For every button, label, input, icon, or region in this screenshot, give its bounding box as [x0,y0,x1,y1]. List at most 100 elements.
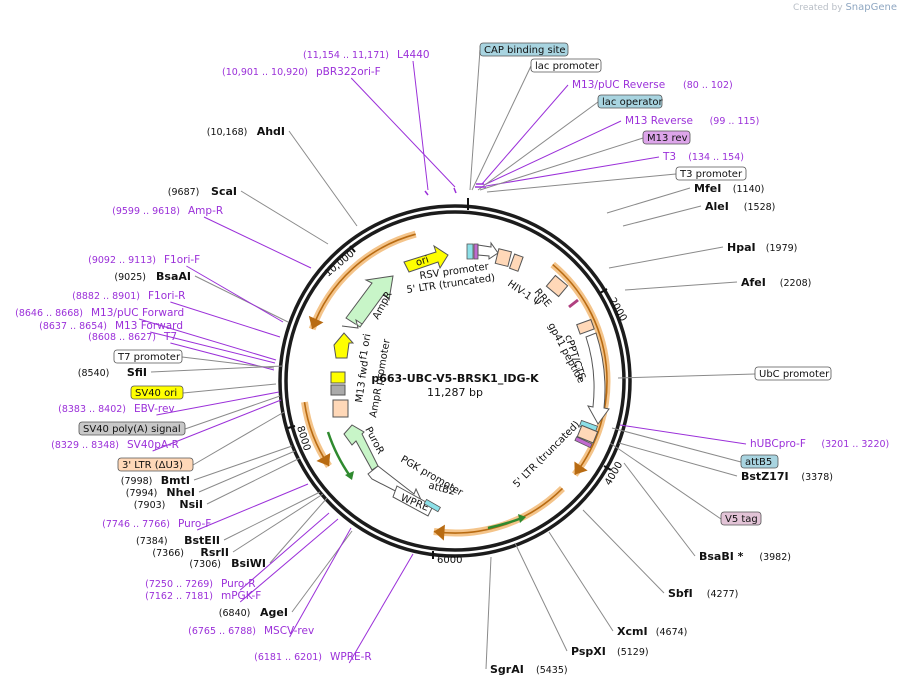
enzyme-line-l8 [232,493,324,553]
box-label-lac-operator: lac operator [602,97,663,108]
enzyme-bmti: BmtI [161,474,190,487]
primer-line-10 [197,483,309,531]
box-label-m13rev: M13 rev [647,133,688,144]
box-line-attB5 [611,427,742,463]
primer-range-r3: (3201 .. 3220) [821,439,889,450]
enzyme-scai: ScaI [211,185,237,198]
enzyme-line-1 [622,205,702,227]
primer-t7: T7 [163,331,177,343]
primer-line-6 [150,331,276,364]
box-ltr3 [117,457,194,472]
enzyme-nsii: NsiI [179,498,203,511]
enzyme-rsrii: RsrII [200,546,229,559]
primer-line-r3 [619,424,747,445]
green-arrow-b-head [345,471,354,480]
box-lac-operator [597,94,663,109]
green-arrow-b [326,431,352,477]
enzyme-ahdi: AhdI [257,125,285,138]
primer-line-3 [186,265,284,323]
enzyme-line-0 [606,187,691,214]
mark-m13-cluster [475,183,486,188]
primer-m13pucreverse: M13/pUC Reverse [572,79,665,91]
tick-line-4000 [603,465,612,471]
box-line-sv40pa [184,395,281,430]
plasmid-size: 11,287 bp [427,386,483,399]
enzyme-line-9 [485,556,492,670]
tick-line-8000 [287,425,296,429]
tick-line-2000 [599,288,608,294]
primer-range-12: (7162 .. 7181) [145,591,213,602]
rsv-box-b [473,243,479,260]
enzyme-line-l9 [269,497,328,564]
box-attB5 [740,454,779,469]
attb2-box [423,498,441,513]
enzyme-pos-l6: (7903) [134,500,166,511]
primer-range-r0: (80 .. 102) [683,80,733,91]
box-label-v5: V5 tag [725,514,758,525]
box-sv40ori [130,385,184,400]
rsv-promoter-arrow [477,241,499,260]
watermark: Created by SnapGene [793,2,897,13]
primer-line-2 [203,216,312,269]
primer-f1orif: F1ori-F [164,254,200,266]
primer-puror: Puro-R [221,578,256,590]
primer-ebvrev: EBV-rev [134,403,175,415]
enzyme-pos-7: (4674) [656,627,688,638]
box-line-t3_promoter [486,173,677,193]
ori-label: ori [415,254,431,268]
enzyme-pos-9: (5435) [536,665,568,676]
box-cap [479,42,569,57]
box-line-sv40ori [182,383,277,394]
box-line-lac_promoter [471,65,532,191]
enzyme-bsiwi: BsiWI [231,557,266,570]
ltr5b-label: 5' LTR (truncated) [511,419,582,490]
box-line-v5 [609,442,722,520]
primer-m13forward: M13 Forward [115,320,183,332]
primer-m13reverse: M13 Reverse [625,115,693,127]
orf-head-0 [574,461,588,475]
plasmid-title: p663-UBC-V5-BRSK1_IDG-K [371,372,539,385]
primer-sv40par: SV40pA-R [127,439,179,451]
green-arrow-a-head [518,514,526,523]
box-sv40pa [78,421,186,436]
mark-l4440 [453,187,457,194]
enzyme-line-8 [514,542,568,652]
box-t7-promoter [113,349,183,364]
enzyme-alei: AleI [705,200,729,213]
orf-head-2 [316,453,331,466]
enzyme-bsabi: BsaBI * [699,550,744,563]
primer-line-8 [156,391,280,416]
primer-range-r2: (134 .. 154) [688,152,744,163]
enzyme-bsteii: BstEII [184,534,220,547]
primer-wprer: WPRE-R [330,651,372,663]
enzyme-afei: AfeI [741,276,766,289]
backbone-outer [278,204,632,558]
ltr5-box [494,248,513,268]
enzyme-line-l0 [288,130,358,227]
enzyme-agei: AgeI [260,606,288,619]
box-line-cap [469,49,481,191]
orf-core-3 [311,233,416,330]
enzyme-line-2 [608,246,724,269]
enzyme-pos-l10: (6840) [219,608,251,619]
enzyme-pos-3: (2208) [780,278,812,289]
t7-promoter-box [330,371,346,384]
orf-head-1 [433,524,445,541]
primer-range-6: (8637 .. 8654) [39,321,107,332]
enzyme-mfei: MfeI [694,182,721,195]
ampr-promoter-arrow [341,318,363,329]
box-label-ltr3: 3' LTR (ΔU3) [122,460,183,471]
box-label-sv40ori: SV40 ori [135,388,177,399]
box-line-ltr3 [192,411,285,466]
leader-lines [138,49,756,670]
tick-10000: 10,000 [323,248,357,279]
orf-head-3 [308,315,324,330]
enzyme-pos-l1: (9687) [168,187,200,198]
enzyme-line-3 [624,281,738,291]
box-ubc-promoter [754,366,832,381]
box-label-lac-promoter: lac promoter [535,61,600,72]
enzyme-sgrai: SgrAI [490,663,524,676]
primer-line-12 [239,518,339,603]
enzyme-pos-6: (4277) [707,589,739,600]
